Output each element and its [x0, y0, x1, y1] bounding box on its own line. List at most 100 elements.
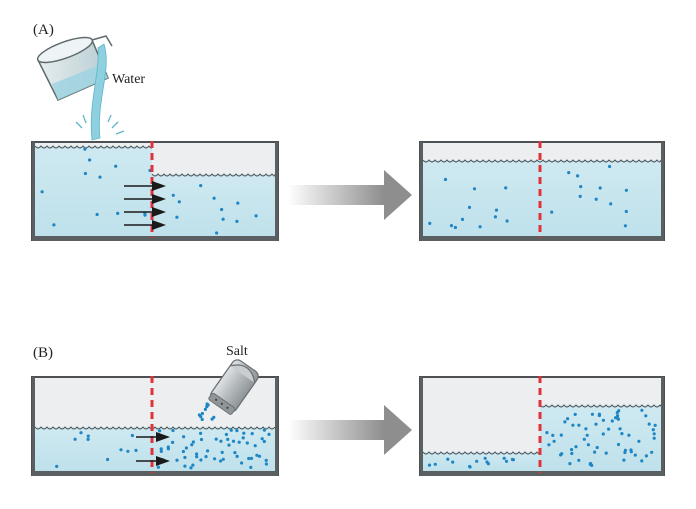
particle-dot: [73, 437, 77, 441]
particle-dot: [644, 414, 648, 418]
particle-dot: [205, 402, 209, 406]
particle-dot: [224, 432, 228, 437]
particle-dot: [552, 439, 556, 443]
particle-dot: [86, 437, 90, 441]
particle-dot: [593, 450, 597, 454]
particle-dot: [433, 462, 437, 466]
particle-dot: [235, 219, 239, 223]
particle-dot: [199, 431, 203, 435]
particle-dot: [220, 450, 224, 454]
particle-dot: [568, 462, 572, 466]
particle-dot: [577, 458, 581, 462]
particle-dot: [547, 443, 551, 447]
water-surface: [422, 451, 541, 455]
particle-dot: [204, 455, 208, 459]
particle-dot: [203, 407, 207, 411]
particle-dot: [245, 441, 249, 445]
particle-dot: [570, 448, 574, 452]
particle-dot: [608, 164, 612, 169]
particle-dot: [493, 215, 497, 219]
particle-dot: [650, 450, 654, 454]
particle-dot: [183, 464, 187, 468]
particle-dot: [478, 225, 482, 229]
particle-dot: [578, 194, 582, 198]
particle-dot: [594, 422, 598, 426]
particle-dot: [629, 448, 633, 452]
particle-dot: [604, 451, 608, 455]
salt-shaker-icon: [208, 359, 259, 415]
tank-b-after: [419, 376, 665, 476]
particle-dot: [219, 439, 223, 443]
particle-group: [427, 456, 515, 469]
particle-group: [428, 177, 509, 230]
particle-dot: [494, 208, 499, 212]
particle-dot: [589, 461, 593, 466]
particle-dot: [467, 205, 472, 209]
particle-dot: [563, 420, 567, 424]
particle-dot: [595, 445, 599, 450]
particle-dot: [511, 458, 515, 462]
particle-dot: [171, 193, 175, 197]
water-surface: [34, 426, 276, 430]
particle-dot: [114, 164, 118, 168]
particle-dot: [446, 457, 450, 461]
particle-dot: [159, 449, 163, 453]
particle-dot: [88, 158, 92, 162]
particle-dot: [240, 461, 244, 465]
particle-dot: [567, 171, 571, 175]
particle-dot: [623, 224, 628, 228]
particle-dot: [620, 432, 624, 436]
particle-dot: [159, 447, 163, 451]
particle-dot: [427, 463, 432, 467]
particle-dot: [559, 433, 563, 437]
particle-dot: [267, 432, 271, 436]
particle-dot: [83, 147, 87, 151]
particle-dot: [504, 186, 508, 190]
particle-dot: [647, 422, 651, 426]
particle-dot: [601, 432, 605, 436]
particle-dot: [262, 439, 266, 444]
flow-arrow-icon: [136, 432, 170, 466]
particle-dot: [171, 440, 175, 444]
particle-dot: [598, 186, 602, 190]
particle-dot: [171, 428, 175, 433]
particle-dot: [566, 417, 570, 421]
particle-dot: [220, 207, 224, 212]
particle-dot: [195, 452, 199, 456]
particle-dot: [586, 443, 591, 447]
particle-dot: [550, 210, 554, 214]
particle-dot: [166, 447, 170, 451]
tank-a-before: [31, 141, 279, 241]
flow-arrow-head: [152, 181, 166, 191]
particle-dot: [236, 201, 240, 205]
particle-dot: [253, 444, 257, 448]
particle-dot: [622, 458, 626, 462]
particle-dot: [199, 184, 203, 188]
flow-arrow-icon: [124, 181, 166, 230]
particle-dot: [574, 445, 578, 449]
process-arrow-icon: [288, 405, 412, 455]
particle-dot: [195, 455, 199, 459]
particle-dot: [233, 451, 237, 455]
particle-dot: [191, 463, 195, 467]
water-surface: [422, 159, 662, 163]
particle-dot: [143, 213, 147, 217]
water-stream: [90, 43, 107, 141]
particle-dot: [579, 185, 583, 189]
particle-dot: [235, 454, 239, 458]
particle-dot: [235, 429, 239, 433]
particle-dot: [453, 225, 457, 230]
flow-arrow-head: [152, 220, 166, 230]
particle-dot: [624, 188, 629, 192]
particle-dot: [551, 433, 555, 437]
particle-dot: [182, 435, 186, 439]
flow-arrow-head: [152, 194, 166, 204]
particle-dot: [460, 217, 465, 221]
process-arrow-icon: [288, 170, 412, 220]
particle-dot: [98, 175, 102, 179]
particle-dot: [428, 221, 432, 225]
particle-dot: [249, 465, 253, 469]
particle-dot: [472, 187, 477, 191]
water-splash: [75, 114, 125, 135]
